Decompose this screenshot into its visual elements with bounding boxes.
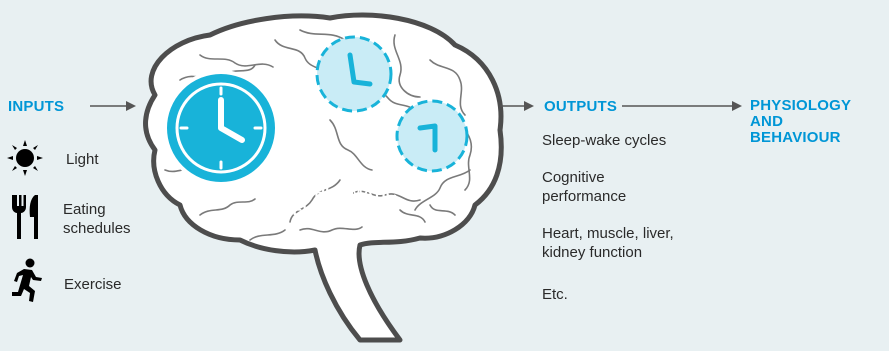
output-etc: Etc. — [542, 286, 568, 303]
inputs-arrow — [90, 101, 136, 111]
sun-icon — [5, 138, 45, 178]
input-eating-text: Eating schedules — [63, 201, 131, 237]
output-sleep: Sleep-wake cycles — [542, 132, 667, 149]
physiology-title: PHYSIOLOGY AND BEHAVIOUR — [750, 97, 851, 146]
brain-to-outputs-arrow — [500, 101, 534, 111]
suprachiasmatic-nucleus-label: SUPRACHIASMATIC NUCLEUS — [251, 185, 397, 219]
outputs-to-physiology-arrow — [622, 101, 742, 111]
clock-icon-secondary — [315, 35, 393, 113]
input-exercise-label: Exercise — [64, 276, 122, 293]
input-eating-label: Eating schedules — [63, 200, 153, 238]
clock-icon-tertiary — [395, 99, 469, 173]
output-cognitive: Cognitive performance — [542, 169, 627, 205]
cutlery-icon — [9, 195, 49, 239]
running-person-icon — [8, 258, 44, 302]
inputs-title: INPUTS — [8, 98, 65, 115]
outputs-title: OUTPUTS — [544, 98, 618, 115]
input-light-label: Light — [66, 151, 99, 168]
clock-icon — [163, 70, 279, 186]
output-organs: Heart, muscle, liver, kidney function — [542, 225, 674, 261]
